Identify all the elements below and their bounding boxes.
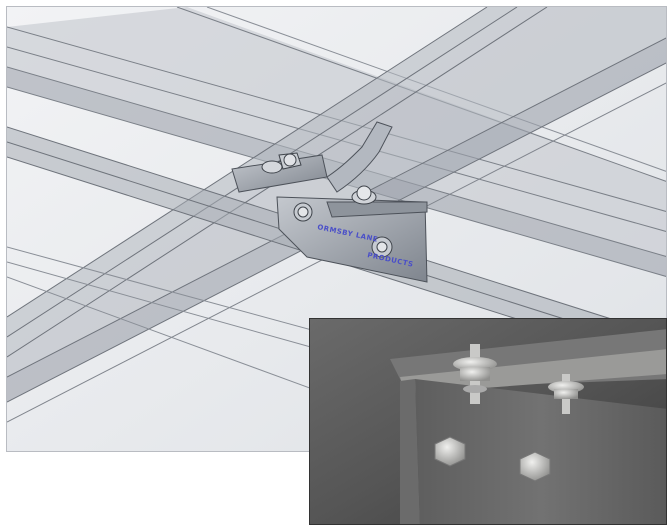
bolt-side-right <box>371 236 393 258</box>
cad-render-canvas: ORMSBY LANE PRODUCTS <box>7 7 666 451</box>
clip-spring-tab <box>326 121 393 193</box>
cad-render-view: ORMSBY LANE PRODUCTS <box>6 6 667 452</box>
photo-inset <box>309 318 667 525</box>
photo-side-plate <box>415 379 666 524</box>
bolt-center <box>351 185 377 205</box>
bolt-side-left <box>293 202 313 222</box>
photo-inset-canvas <box>310 319 666 524</box>
photo-bolt-top-center <box>453 344 497 404</box>
beam-clip-assembly: ORMSBY LANE PRODUCTS <box>231 121 428 283</box>
photo-bolt-plate-left <box>434 436 466 467</box>
photo-bolt-top-right <box>548 374 584 414</box>
clip-side-plate <box>276 196 428 283</box>
photo-bolt-plate-right <box>519 451 551 482</box>
photo-plate-edge <box>400 379 420 524</box>
bolt-top-left <box>261 152 302 174</box>
